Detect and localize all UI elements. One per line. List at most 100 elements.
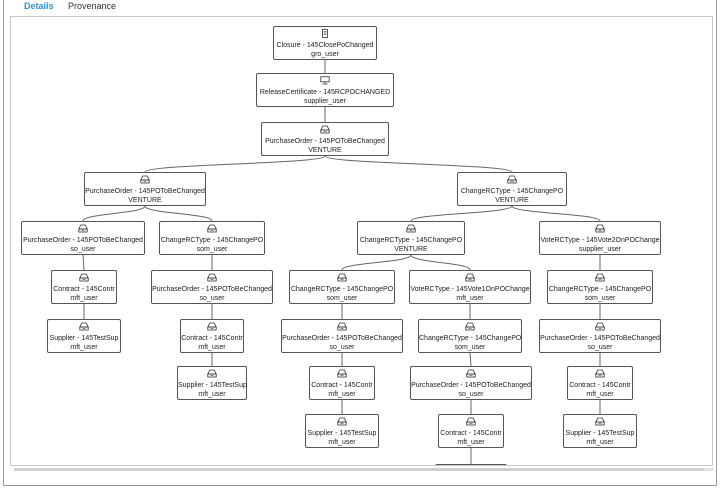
node-user: mft_user xyxy=(70,295,98,302)
node-user: mft_user xyxy=(457,439,485,446)
tab-provenance[interactable]: Provenance xyxy=(68,1,117,11)
node-label: PurchaseOrder - 145POToBeChanged xyxy=(152,286,272,293)
tree-node-n19[interactable]: PurchaseOrder - 145POToBeChanged so_user xyxy=(539,319,661,353)
tree-node-n24[interactable]: Supplier - 145TestSup mft_user xyxy=(305,414,379,448)
tray-icon xyxy=(337,369,347,378)
tray-icon xyxy=(465,273,475,282)
server-icon xyxy=(322,29,328,38)
node-user: mft_user xyxy=(328,391,356,398)
node-label: ChangeRCType - 145ChangePO xyxy=(548,286,652,293)
node-label: PurchaseOrder - 145POToBeChanged xyxy=(85,188,205,195)
tree-node-n27[interactable] xyxy=(435,464,507,465)
node-user: som_user xyxy=(196,246,228,253)
node-label: Supplier - 145TestSup xyxy=(49,335,119,342)
node-user: so_user xyxy=(587,344,613,351)
node-label: Supplier - 145TestSup xyxy=(178,382,247,389)
node-label: Closure - 145ClosePoChanged xyxy=(276,42,374,49)
node-user: VENTURE xyxy=(128,197,162,204)
tree-link xyxy=(341,254,412,271)
node-label: ChangeRCType - 145ChangePO xyxy=(359,237,463,244)
tray-icon xyxy=(337,322,347,331)
node-label: Supplier - 145TestSup xyxy=(307,430,377,437)
node-user: mft_user xyxy=(586,391,614,398)
node-user: so_user xyxy=(458,391,484,398)
panel-frame: Details Provenance Closure - 145ClosePoC… xyxy=(3,0,717,486)
node-label: VoteRCType - 145Vote1OnPOChange xyxy=(410,286,530,293)
node-label: PurchaseOrder - 145POToBeChanged xyxy=(540,335,660,342)
node-label: ChangeRCType - 145ChangePO xyxy=(160,237,264,244)
node-label: VoteRCType - 145Vote2OnPOChange xyxy=(540,237,660,244)
tray-icon xyxy=(207,273,217,282)
tree-link xyxy=(324,155,513,173)
node-user: VENTURE xyxy=(308,147,342,154)
tray-icon xyxy=(466,417,476,426)
tree-link xyxy=(144,205,213,222)
tray-icon xyxy=(595,224,605,233)
tray-icon xyxy=(337,417,347,426)
node-user: VENTURE xyxy=(394,246,428,253)
tree-link xyxy=(511,205,601,222)
node-label: PurchaseOrder - 145POToBeChanged xyxy=(265,138,385,145)
node-label: PurchaseOrder - 145POToBeChanged xyxy=(282,335,402,342)
tray-icon xyxy=(79,322,89,331)
tree-node-n5[interactable]: ChangeRCType - 145ChangePO VENTURE xyxy=(457,172,567,206)
node-user: mft_user xyxy=(198,391,226,398)
tree-node-n20[interactable]: Supplier - 145TestSup mft_user xyxy=(177,366,247,400)
tree-node-n8[interactable]: ChangeRCType - 145ChangePO VENTURE xyxy=(357,221,465,255)
node-user: VENTURE xyxy=(495,197,529,204)
tray-icon xyxy=(595,369,605,378)
tree-link xyxy=(82,205,146,222)
scrollbar-thumb[interactable] xyxy=(14,468,704,471)
node-user: som_user xyxy=(326,295,358,302)
node-user: mft_user xyxy=(586,439,614,446)
tree-node-n22[interactable]: PurchaseOrder - 145POToBeChanged so_user xyxy=(410,366,532,400)
tree-node-n10[interactable]: Contract - 145Contr mft_user xyxy=(51,270,117,304)
node-label: Contract - 145Contr xyxy=(440,430,502,437)
node-label: PurchaseOrder - 145POToBeChanged xyxy=(411,382,531,389)
tray-icon xyxy=(140,175,150,184)
node-label: ChangeRCType - 145ChangePO xyxy=(290,286,394,293)
node-user: supplier_user xyxy=(303,98,347,105)
tree-node-n25[interactable]: Contract - 145Contr mft_user xyxy=(438,414,504,448)
node-user: gro_user xyxy=(311,51,339,58)
tree-link xyxy=(469,352,472,367)
tray-icon xyxy=(337,273,347,282)
tree-node-n1[interactable]: Closure - 145ClosePoChanged gro_user xyxy=(273,26,377,60)
node-user: mft_user xyxy=(328,439,356,446)
node-label: Contract - 145Contr xyxy=(311,382,373,389)
tree-node-n14[interactable]: ChangeRCType - 145ChangePO som_user xyxy=(547,270,653,304)
tray-icon xyxy=(507,175,517,184)
node-user: so_user xyxy=(70,246,96,253)
tray-icon xyxy=(466,369,476,378)
tree-link xyxy=(82,254,85,271)
tree-node-n21[interactable]: Contract - 145Contr mft_user xyxy=(309,366,375,400)
tray-icon xyxy=(595,417,605,426)
horizontal-scrollbar[interactable] xyxy=(14,468,714,471)
tab-details[interactable]: Details xyxy=(24,1,54,11)
node-label: ChangeRCType - 145ChangePO xyxy=(460,188,564,195)
tree-node-n6[interactable]: PurchaseOrder - 145POToBeChanged so_user xyxy=(21,221,145,255)
tray-icon xyxy=(595,322,605,331)
tree-link xyxy=(410,205,513,222)
tree-node-n12[interactable]: ChangeRCType - 145ChangePO som_user xyxy=(289,270,395,304)
tray-icon xyxy=(595,273,605,282)
tree-node-n7[interactable]: ChangeRCType - 145ChangePO som_user xyxy=(159,221,265,255)
node-user: som_user xyxy=(584,295,616,302)
tray-icon xyxy=(79,273,89,282)
node-label: Contract - 145Contr xyxy=(53,286,115,293)
node-label: Contract - 145Contr xyxy=(181,335,243,342)
node-label: PurchaseOrder - 145POToBeChanged xyxy=(23,237,143,244)
